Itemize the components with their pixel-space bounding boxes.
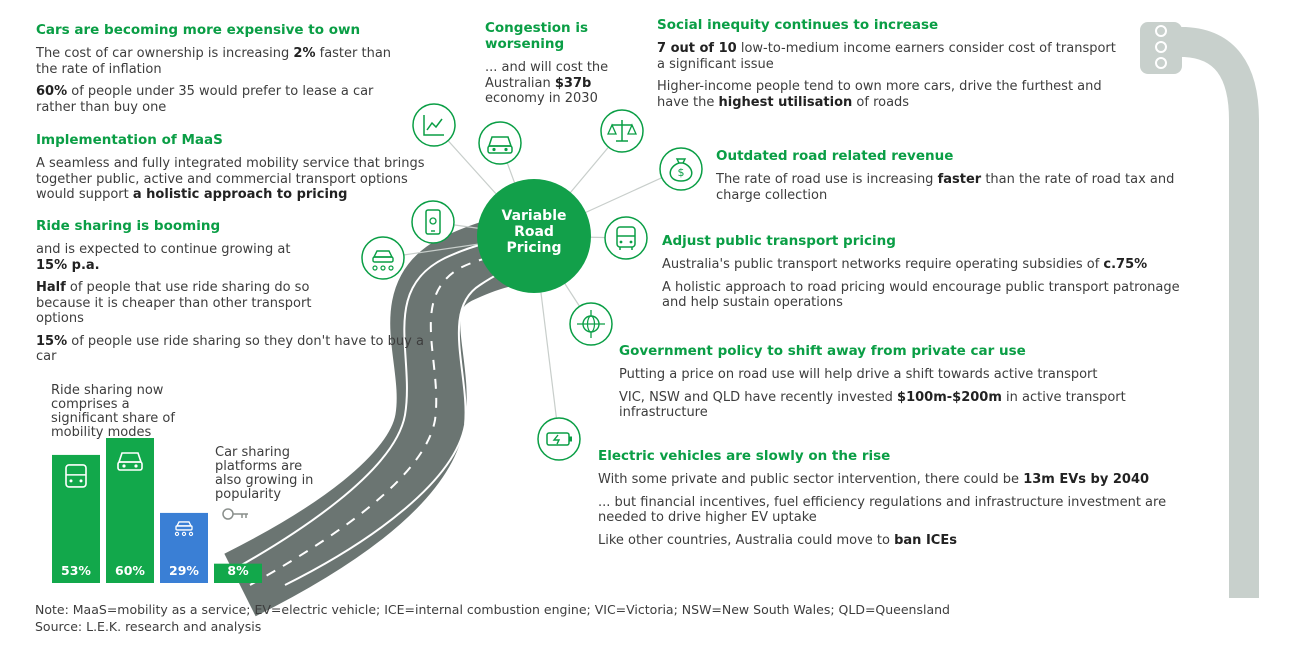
mobile-app-icon <box>411 200 455 244</box>
block-text: and is expected to continue growing at 1… <box>36 242 291 273</box>
block-heading: Cars are becoming more expensive to own <box>36 22 361 38</box>
car-icon <box>478 121 522 165</box>
block-text: Higher-income people tend to own more ca… <box>657 79 1102 110</box>
center-hub <box>477 179 591 293</box>
bar-4 <box>214 563 262 583</box>
bar-value-label: 29% <box>169 563 199 578</box>
mobility-share-bars <box>52 438 262 583</box>
traffic-light-pole <box>1140 22 1259 598</box>
key-icon <box>222 508 248 520</box>
block-ride-sharing: Ride sharing is booming and is expected … <box>36 218 426 372</box>
block-text: Like other countries, Australia could mo… <box>598 532 957 548</box>
ev-battery-icon <box>537 417 581 461</box>
center-line-2: Road <box>514 224 554 240</box>
globe-network-icon <box>569 302 613 346</box>
center-line-3: Pricing <box>506 240 562 256</box>
bar-3 <box>160 512 208 583</box>
block-text: A holistic approach to road pricing woul… <box>662 279 1180 311</box>
block-heading: Congestion is worsening <box>485 20 588 52</box>
block-cars-expensive: Cars are becoming more expensive to own … <box>36 22 416 122</box>
ride-share-icon <box>174 521 194 537</box>
block-text: 15% of people use ride sharing so they d… <box>36 333 424 365</box>
center-line-1: Variable <box>501 208 567 224</box>
block-text: Putting a price on road use will help dr… <box>619 367 1098 382</box>
block-text: The cost of car ownership is increasing … <box>36 46 392 77</box>
bar-value-label: 53% <box>61 563 91 578</box>
ride-share-icon <box>361 236 405 280</box>
block-text: VIC, NSW and QLD have recently invested … <box>619 389 1126 421</box>
block-public-transport: Adjust public transport pricing Australi… <box>662 233 1207 318</box>
center-hub-label: Variable Road Pricing <box>478 208 590 256</box>
block-heading: Outdated road related revenue <box>716 148 954 164</box>
block-road-revenue: Outdated road related revenue The rate o… <box>716 148 1196 210</box>
block-text: 60% of people under 35 would prefer to l… <box>36 84 374 115</box>
car-icon <box>117 452 143 471</box>
scales-icon <box>600 109 644 153</box>
bar-value-label: 8% <box>227 563 249 578</box>
block-heading: Implementation of MaaS <box>36 132 223 148</box>
block-text: 7 out of 10 low-to-medium income earners… <box>657 41 1116 72</box>
block-heading: Social inequity continues to increase <box>657 17 939 33</box>
block-text: ... but financial incentives, fuel effic… <box>598 494 1167 526</box>
footnote: Note: MaaS=mobility as a service; EV=ele… <box>35 602 950 617</box>
block-congestion: Congestion is worsening ... and will cos… <box>485 20 625 114</box>
bar-value-label: 60% <box>115 563 145 578</box>
block-heading: Adjust public transport pricing <box>662 233 896 249</box>
source-note: Source: L.E.K. research and analysis <box>35 619 262 634</box>
road <box>204 215 521 617</box>
money-bag-icon: $ <box>659 147 703 191</box>
block-heading: Electric vehicles are slowly on the rise <box>598 448 891 464</box>
ride-share-annotation: Ride sharing now comprises a significant… <box>51 383 175 440</box>
block-electric-vehicles: Electric vehicles are slowly on the rise… <box>598 448 1198 555</box>
chart-icon <box>412 103 456 147</box>
block-text: A seamless and fully integrated mobility… <box>36 156 425 202</box>
block-heading: Government policy to shift away from pri… <box>619 343 1026 359</box>
svg-text:$: $ <box>678 166 685 179</box>
car-share-annotation: Car sharing platforms are also growing i… <box>215 445 314 502</box>
block-social-inequity: Social inequity continues to increase 7 … <box>657 17 1127 117</box>
block-text: With some private and public sector inte… <box>598 472 1150 487</box>
block-text: Half of people that use ride sharing do … <box>36 280 312 326</box>
block-text: Australia's public transport networks re… <box>662 257 1148 272</box>
block-text: ... and will cost the Australian $37b ec… <box>485 60 609 106</box>
bar-2 <box>106 438 154 583</box>
block-heading: Ride sharing is booming <box>36 218 221 234</box>
block-maas: Implementation of MaaS A seamless and fu… <box>36 132 441 210</box>
bus-icon <box>604 216 648 260</box>
bus-icon <box>65 464 87 488</box>
block-text: The rate of road use is increasing faste… <box>716 172 1175 203</box>
block-gov-policy: Government policy to shift away from pri… <box>619 343 1149 428</box>
bar-1 <box>52 454 100 583</box>
